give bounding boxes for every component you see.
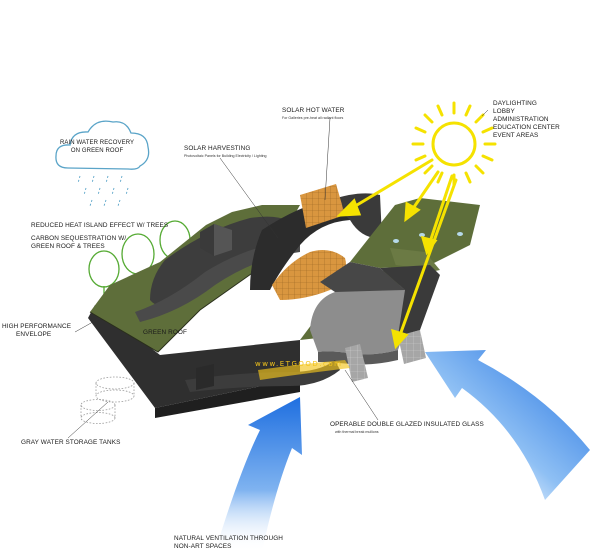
carbon-line-1: CARBON SEQUESTRATION W/ [31, 235, 127, 242]
solar-hot-water-label: SOLAR HOT WATER [282, 107, 345, 114]
leader-lines [67, 109, 489, 439]
tree-icon [88, 220, 191, 302]
water-tank-icon [80, 376, 135, 424]
glass-sublabel: with thermal break mullions [335, 430, 379, 434]
carbon-label: CARBON SEQUESTRATION W/ GREEN ROOF & TRE… [31, 235, 126, 251]
solar-harvesting-label: SOLAR HARVESTING [184, 145, 251, 152]
solar-hot-water-sublabel: For Galleries pre-heat all radiant floor… [282, 116, 344, 120]
solar-harvesting-sublabel: Photovoltaic Panels for Building Electri… [184, 154, 267, 158]
rain-water-line-2: ON GREEN ROOF [70, 148, 124, 154]
rain-water-line-1: RAIN WATER RECOVERY [60, 140, 135, 146]
daylighting-line-1: DAYLIGHTING [493, 100, 537, 107]
building-model [88, 184, 480, 418]
sun-icon [411, 101, 497, 187]
daylighting-label: DAYLIGHTING LOBBY ADMINISTRATION EDUCATI… [493, 100, 560, 140]
sun-ray-arrow-icon [336, 158, 458, 350]
wind-arrow-icon [215, 350, 590, 552]
daylighting-line-4: EDUCATION CENTER [493, 124, 560, 131]
watermark: www.ETGOOD.com [255, 360, 343, 368]
heat-island-label: REDUCED HEAT ISLAND EFFECT W/ TREES [31, 222, 169, 229]
gray-water-label: GRAY WATER STORAGE TANKS [21, 439, 121, 446]
envelope-line-2: ENVELOPE [16, 331, 52, 338]
envelope-label: HIGH PERFORMANCE ENVELOPE [2, 323, 71, 339]
ventilation-line-2: NON-ART SPACES [174, 543, 232, 550]
carbon-line-2: GREEN ROOF & TREES [31, 243, 105, 250]
cloud-icon [55, 120, 150, 170]
green-roof-label: GREEN ROOF [143, 329, 187, 336]
daylighting-line-5: EVENT AREAS [493, 132, 539, 139]
envelope-line-1: HIGH PERFORMANCE [2, 323, 72, 330]
ventilation-line-1: NATURAL VENTILATION THROUGH [174, 535, 283, 542]
daylighting-line-2: LOBBY [493, 108, 515, 115]
rain-drops [77, 175, 129, 207]
ventilation-label: NATURAL VENTILATION THROUGH NON-ART SPAC… [174, 535, 283, 551]
glass-label: OPERABLE DOUBLE GLAZED INSULATED GLASS [330, 421, 484, 428]
rain-water-label: RAIN WATER RECOVERY ON GREEN ROOF [60, 139, 134, 155]
daylighting-line-3: ADMINISTRATION [493, 116, 549, 123]
